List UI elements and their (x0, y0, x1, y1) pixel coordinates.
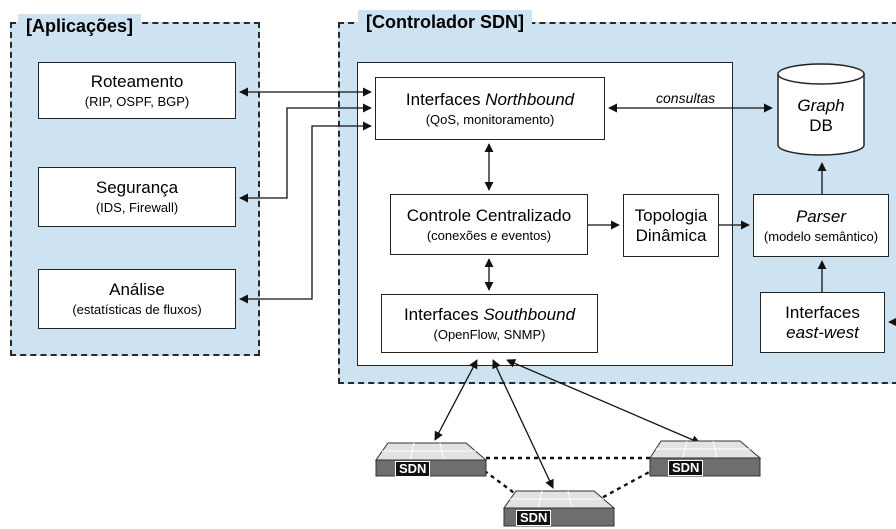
parser-box[interactable]: Parser (modelo semântico) (753, 194, 889, 257)
northbound-detail: (QoS, monitoramento) (425, 111, 555, 127)
northbound-label: Interfaces Northbound (406, 90, 574, 110)
southbound-switch-left-link (434, 359, 478, 441)
security-app-box[interactable]: Segurança (IDS, Firewall) (38, 167, 236, 227)
graph-db-line1: Graph (797, 96, 845, 115)
security-label: Segurança (95, 178, 179, 197)
southbound-switch-bottom-link (492, 359, 554, 489)
parser-detail: (modelo semântico) (763, 228, 879, 244)
east-west-line2: east-west (786, 323, 859, 343)
east-west-emphasis: east-west (786, 322, 859, 342)
graph-db-line2: DB (809, 116, 833, 135)
queries-label: consultas (656, 90, 716, 106)
central-control-label: Controle Centralizado (406, 205, 572, 225)
switch-bottom-right-link (595, 468, 654, 503)
northbound-prefix: Interfaces (405, 89, 486, 109)
controller-title: [Controlador SDN] (358, 10, 532, 34)
parser-emphasis: Parser (795, 206, 847, 226)
southbound-prefix: Interfaces (403, 304, 484, 324)
graph-db-text: Graph DB (778, 96, 864, 136)
routing-label: Roteamento (90, 71, 184, 91)
analysis-label: Análise (109, 280, 165, 299)
sdn-switch-right[interactable] (649, 440, 762, 477)
security-northbound-link (239, 103, 372, 203)
switch-right-label: SDN (668, 460, 704, 476)
topology-line2: Dinâmica (635, 225, 707, 245)
central-control-box[interactable]: Controle Centralizado (conexões e evento… (390, 194, 588, 255)
southbound-switch-right-link (506, 359, 701, 444)
northbound-emphasis: Northbound (485, 89, 575, 109)
routing-protocols: (RIP, OSPF, BGP) (84, 93, 190, 109)
analysis-detail: (estatísticas de fluxos) (72, 302, 202, 317)
sdn-switch-left[interactable] (375, 442, 488, 477)
analysis-app-box[interactable]: Análise (estatísticas de fluxos) (38, 269, 236, 329)
topology-line1: Topologia (634, 205, 708, 225)
southbound-interfaces-box[interactable]: Interfaces Southbound (OpenFlow, SNMP) (381, 294, 598, 353)
applications-title: [Aplicações] (18, 14, 142, 38)
switch-left-label: SDN (395, 461, 431, 477)
east-west-interfaces-box[interactable]: Interfaces east-west (760, 292, 885, 353)
security-tools: (IDS, Firewall) (95, 200, 179, 215)
central-control-detail: (conexões e eventos) (426, 227, 552, 243)
analysis-northbound-link (239, 121, 372, 304)
northbound-interfaces-box[interactable]: Interfaces Northbound (QoS, monitorament… (375, 77, 605, 140)
sdn-switch-bottom[interactable] (503, 490, 616, 527)
east-west-line1: Interfaces (785, 302, 860, 322)
southbound-label: Interfaces Southbound (404, 305, 575, 325)
routing-app-box[interactable]: Roteamento (RIP, OSPF, BGP) (38, 62, 236, 119)
graph-db-cylinder[interactable] (777, 63, 865, 156)
southbound-detail: (OpenFlow, SNMP) (433, 326, 546, 342)
parser-label: Parser (796, 207, 846, 227)
switch-bottom-label: SDN (516, 510, 552, 526)
southbound-emphasis: Southbound (483, 304, 576, 324)
dynamic-topology-box[interactable]: Topologia Dinâmica (623, 194, 719, 257)
